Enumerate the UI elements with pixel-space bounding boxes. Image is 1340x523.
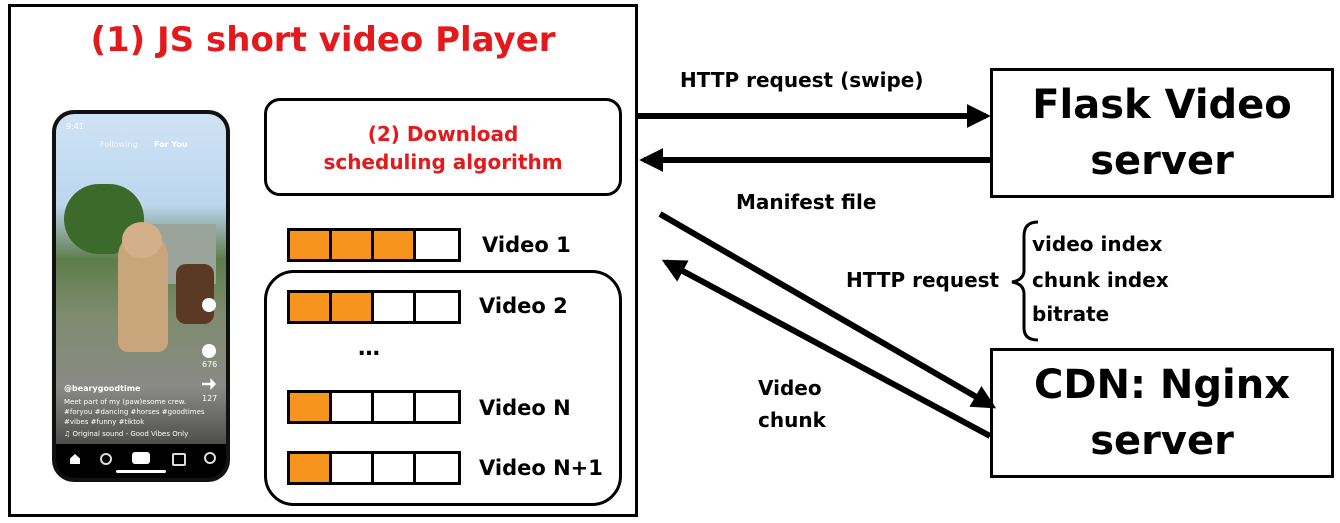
- video-chunk-label-2: chunk: [758, 408, 826, 432]
- chunk: [332, 454, 374, 482]
- chunk: [416, 454, 458, 482]
- video-n-buffer: [287, 390, 461, 424]
- video-chunk-arrow: [661, 259, 992, 439]
- chunk: [290, 393, 332, 421]
- http-request-label: HTTP request: [846, 268, 1000, 292]
- video-n-plus-1-label: Video N+1: [479, 456, 603, 480]
- video-1-label: Video 1: [482, 233, 571, 257]
- chunk: [374, 231, 416, 259]
- scheduler-line-1: (2) Download: [367, 122, 519, 146]
- player-title: (1) JS short video Player: [90, 20, 556, 60]
- profile-icon[interactable]: [204, 452, 216, 464]
- add-icon[interactable]: [132, 452, 150, 464]
- chunk: [416, 293, 458, 321]
- request-field-video-index: video index: [1032, 232, 1163, 256]
- video-n-label: Video N: [479, 396, 571, 420]
- phone-sound: ♫ Original sound - Good Vibes Only: [64, 430, 189, 438]
- home-indicator: [116, 470, 166, 473]
- chunk: [332, 393, 374, 421]
- chunk: [374, 454, 416, 482]
- inbox-icon[interactable]: [172, 453, 186, 466]
- chunk: [290, 454, 332, 482]
- chunk: [416, 231, 458, 259]
- bear-head: [122, 222, 162, 258]
- horse-figure: [176, 264, 214, 324]
- video-n-plus-1-buffer: [287, 451, 461, 485]
- flask-line-1: Flask Video: [1032, 82, 1292, 128]
- chunk: [332, 293, 374, 321]
- cdn-line-2: server: [1090, 418, 1234, 464]
- phone-nav-bar: [56, 444, 226, 478]
- like-count: 676: [202, 360, 218, 369]
- phone-caption-3: #vibes #funny #tiktok: [64, 418, 145, 426]
- chunk: [332, 231, 374, 259]
- phone-time: 9:41: [66, 122, 84, 131]
- video-2-label: Video 2: [479, 294, 568, 318]
- search-icon[interactable]: [100, 453, 112, 465]
- cdn-line-1: CDN: Nginx: [1033, 362, 1291, 408]
- tab-for-you[interactable]: For You: [154, 140, 188, 149]
- flask-server-box: [990, 68, 1334, 198]
- http-request-arrow: [658, 211, 997, 409]
- phone-screenshot: 9:41 Following For You 676 127 @bearygoo…: [52, 110, 230, 482]
- video-2-buffer: [287, 290, 461, 324]
- comment-icon[interactable]: [202, 344, 216, 358]
- scheduler-line-2: scheduling algorithm: [323, 150, 563, 174]
- request-field-bitrate: bitrate: [1032, 302, 1110, 326]
- http-swipe-label: HTTP request (swipe): [680, 68, 924, 92]
- tab-following[interactable]: Following: [100, 140, 138, 149]
- cdn-server-box: [990, 348, 1334, 478]
- chunk: [290, 231, 332, 259]
- chunk: [416, 393, 458, 421]
- flask-line-2: server: [1090, 138, 1234, 184]
- request-field-chunk-index: chunk index: [1032, 268, 1169, 292]
- request-fields-brace: [1011, 220, 1039, 342]
- phone-username[interactable]: @bearygoodtime: [64, 384, 141, 393]
- chunk: [290, 293, 332, 321]
- phone-caption-1: Meet part of my (paw)esome crew.: [64, 398, 187, 406]
- phone-caption-2: #foryou #dancing #horses #goodtimes: [64, 408, 205, 416]
- home-icon[interactable]: [70, 454, 80, 464]
- chunk: [374, 293, 416, 321]
- video-chunk-label-1: Video: [758, 376, 822, 400]
- scheduler-box: [264, 98, 622, 196]
- video-1-buffer: [287, 228, 461, 262]
- chunk: [374, 393, 416, 421]
- ellipsis: …: [358, 336, 380, 361]
- manifest-label: Manifest file: [736, 190, 877, 214]
- like-icon[interactable]: [202, 298, 216, 312]
- share-count: 127: [202, 394, 218, 403]
